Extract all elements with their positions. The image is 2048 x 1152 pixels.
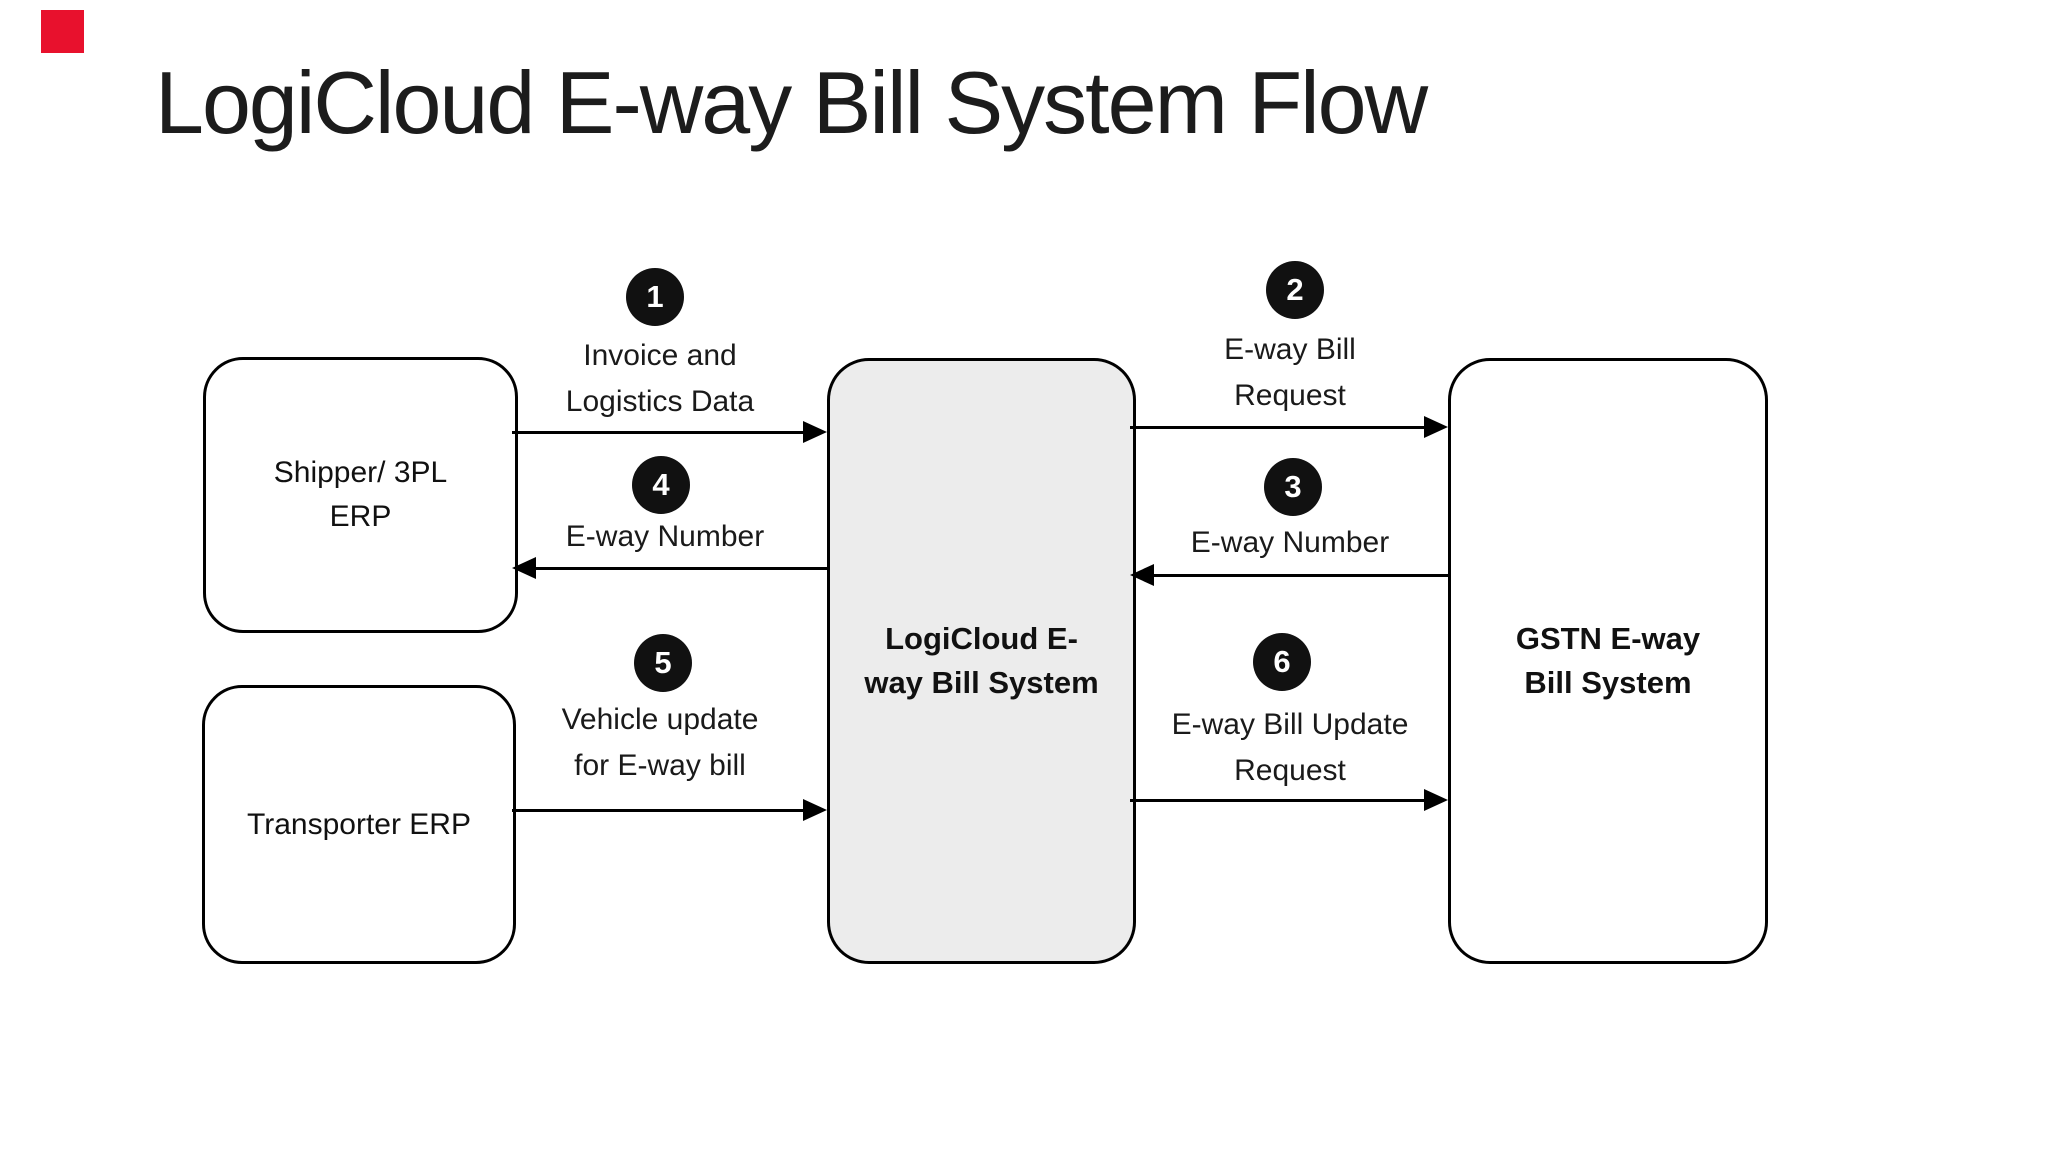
slide-title: LogiCloud E-way Bill System Flow: [155, 53, 1428, 152]
flow-label-5: Vehicle update for E-way bill: [561, 703, 759, 782]
arrow-2-line: [1130, 426, 1426, 429]
flow-label-3: E-way Number: [1190, 526, 1390, 559]
node-transporter-erp: Transporter ERP: [202, 685, 516, 964]
flow-label-1: Invoice and Logistics Data: [565, 339, 755, 418]
arrow-1-line: [512, 431, 807, 434]
flow-label-6: E-way Bill Update Request: [1171, 708, 1409, 787]
arrow-4-line: [534, 567, 827, 570]
flow-label-4: E-way Number: [565, 520, 765, 553]
arrow-5-line: [512, 809, 807, 812]
step-badge-2: 2: [1266, 261, 1324, 319]
arrow-6-line: [1130, 799, 1426, 802]
arrow-2-head-icon: [1424, 416, 1448, 438]
step-badge-3: 3: [1264, 458, 1322, 516]
node-shipper-erp: Shipper/ 3PL ERP: [203, 357, 518, 633]
node-shipper-label: Shipper/ 3PL ERP: [273, 456, 448, 533]
node-logicloud-system: LogiCloud E- way Bill System: [827, 358, 1136, 964]
node-transporter-label: Transporter ERP: [247, 807, 471, 841]
arrow-4-head-icon: [512, 557, 536, 579]
flow-label-2: E-way Bill Request: [1224, 333, 1356, 412]
node-gstn-system: GSTN E-way Bill System: [1448, 358, 1768, 964]
step-badge-1: 1: [626, 268, 684, 326]
node-gstn-label: GSTN E-way Bill System: [1515, 621, 1701, 700]
arrow-3-head-icon: [1130, 564, 1154, 586]
step-badge-6: 6: [1253, 633, 1311, 691]
arrow-5-head-icon: [803, 799, 827, 821]
arrow-3-line: [1152, 574, 1448, 577]
red-marker-square: [41, 10, 84, 53]
arrow-1-head-icon: [803, 421, 827, 443]
step-badge-4: 4: [632, 456, 690, 514]
node-logicloud-label: LogiCloud E- way Bill System: [864, 621, 1099, 700]
step-badge-5: 5: [634, 634, 692, 692]
arrow-6-head-icon: [1424, 789, 1448, 811]
